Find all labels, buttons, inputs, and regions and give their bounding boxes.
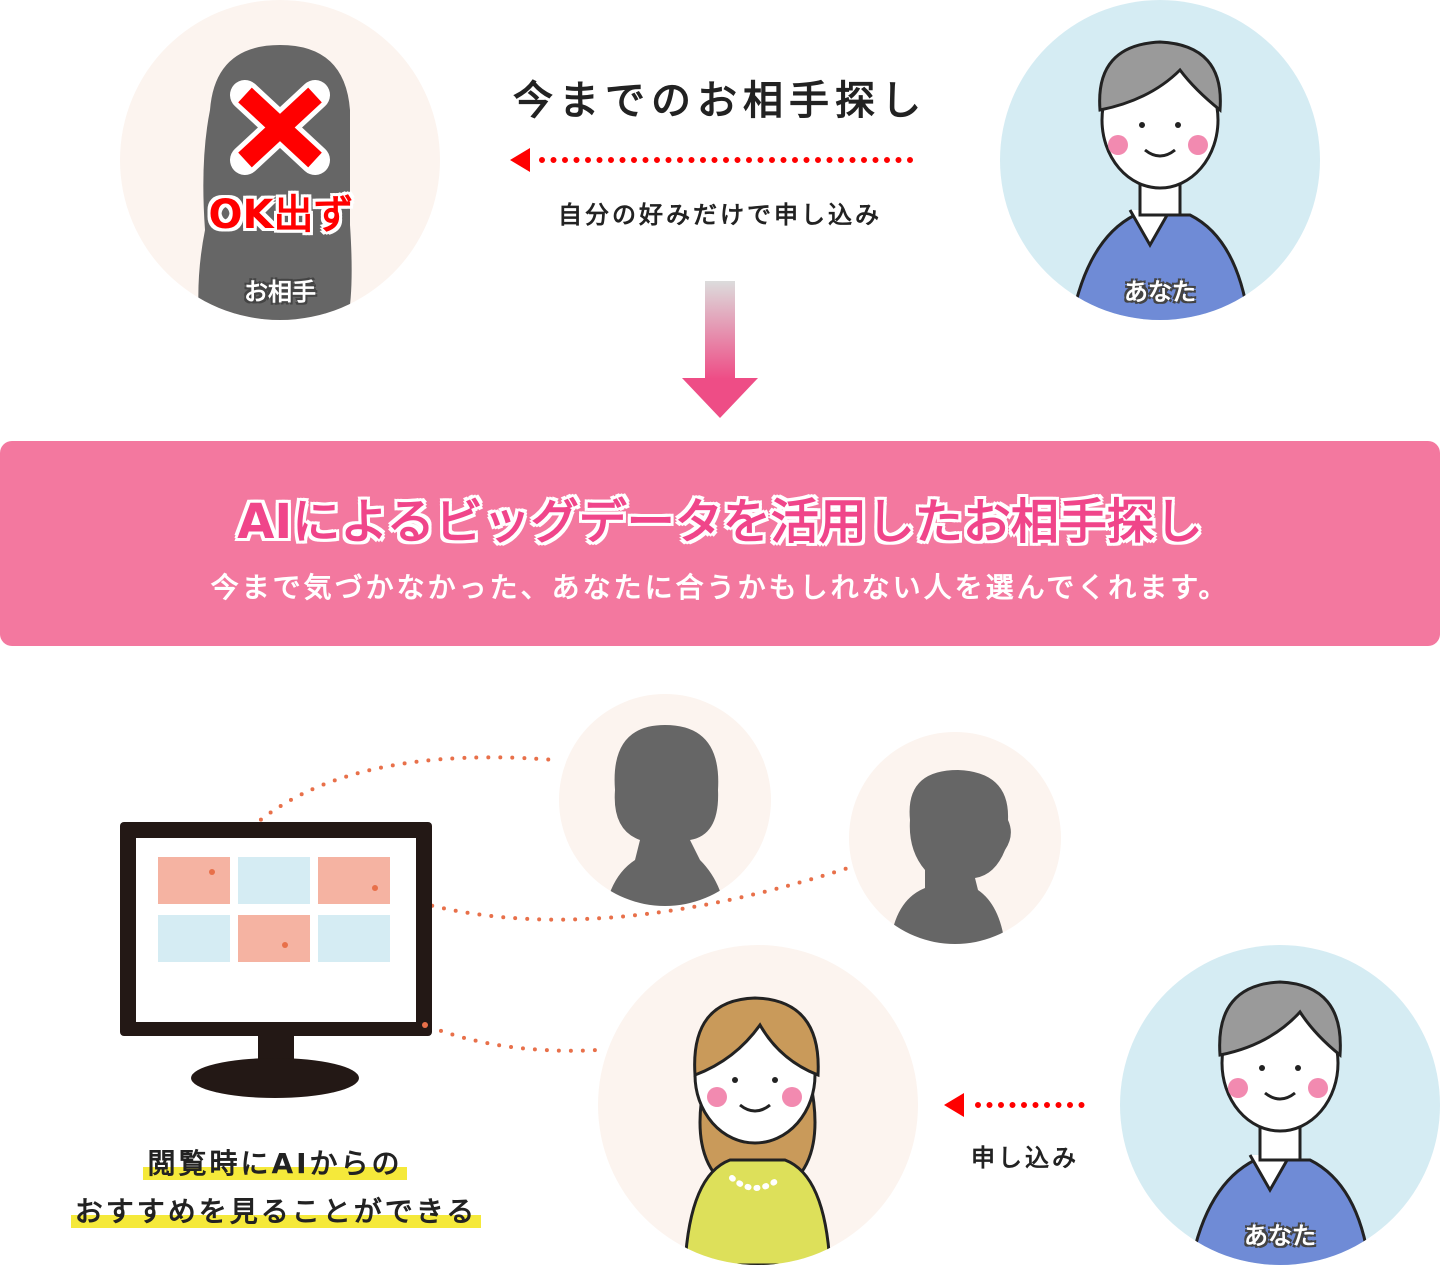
apply-dotted-arrow-icon [944, 1093, 1091, 1117]
down-arrow-icon [682, 281, 758, 418]
partner-label: お相手 [244, 278, 316, 306]
caption-text-1: 閲覧時にAIからの [143, 1147, 407, 1180]
candidate-silhouette-2 [849, 732, 1061, 944]
you-label-top: あなた [1124, 278, 1196, 306]
x-mark-icon [230, 80, 330, 175]
ai-banner [0, 441, 1440, 646]
candidate-silhouette-1 [559, 694, 771, 906]
you-label-bottom: あなた [1244, 1222, 1316, 1250]
old-method-arrow-label: 自分の好みだけで申し込み [558, 201, 882, 229]
connection-dotted-lines [210, 755, 850, 1053]
caption-line-1: 閲覧時にAIからの [0, 1142, 550, 1182]
caption-text-2: おすすめを見ることができる [70, 1195, 482, 1228]
monitor-dots [209, 869, 428, 1028]
you-avatar-bottom [1120, 945, 1440, 1265]
left-dotted-arrow-icon [510, 148, 921, 172]
monitor-icon [120, 822, 432, 1098]
you-avatar [1000, 0, 1320, 320]
ai-banner-title: AIによるビッグデータを活用したお相手探し [237, 494, 1203, 550]
old-method-title: 今までのお相手探し [513, 78, 927, 124]
caption-line-2: おすすめを見ることができる [0, 1190, 552, 1230]
apply-label: 申し込み [971, 1144, 1079, 1172]
recommended-woman-avatar [598, 945, 918, 1265]
ai-banner-subtitle: 今まで気づかなかった、あなたに合うかもしれない人を選んでくれます。 [210, 571, 1230, 604]
rejection-text: OK出ず [208, 192, 354, 238]
